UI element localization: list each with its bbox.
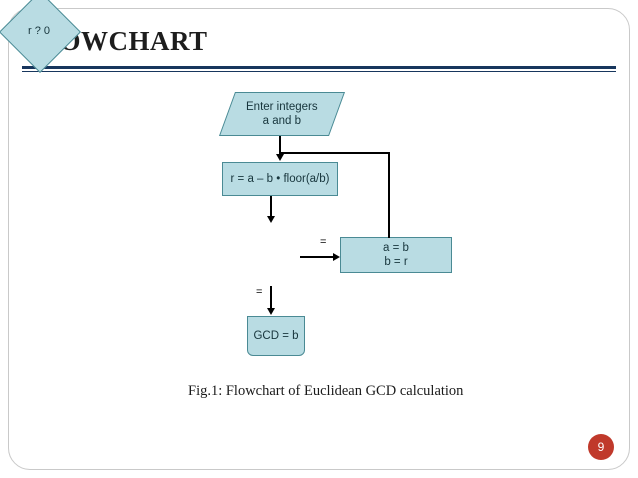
edge-assign-loop-up: [388, 152, 390, 238]
edge-decision-output-arrowhead: [267, 308, 275, 315]
flow-node-decision: r ? 0: [0, 0, 82, 74]
edge-decision-assign-arrowhead: [333, 253, 340, 261]
edge-decision-assign: [300, 256, 334, 258]
figure-caption: Fig.1: Flowchart of Euclidean GCD calcul…: [188, 383, 464, 399]
edge-process-decision: [270, 196, 272, 217]
title-rule-thin: [22, 71, 616, 72]
flow-node-process-label: r = a – b • floor(a/b): [230, 173, 330, 185]
edge-label-decision-assign: =: [320, 236, 327, 248]
flow-node-input-label: Enter integers a and b: [246, 101, 318, 127]
flow-node-output-label: GCD = b: [253, 330, 299, 342]
page-number-badge: 9: [588, 434, 614, 460]
edge-input-process-arrowhead: [276, 154, 284, 161]
flow-node-input: Enter integers a and b: [218, 92, 346, 136]
flow-node-assign: a = b b = r: [340, 237, 452, 273]
flow-node-assign-label: a = b b = r: [383, 242, 409, 268]
edge-decision-output: [270, 286, 272, 310]
slide-frame: [8, 8, 630, 470]
flow-node-decision-label: r ? 0: [27, 25, 50, 37]
flow-node-process: r = a – b • floor(a/b): [222, 162, 338, 196]
edge-assign-loop-left: [279, 152, 389, 154]
edge-label-decision-output: =: [256, 286, 263, 298]
title-rule-thick: [22, 66, 616, 69]
edge-process-decision-arrowhead: [267, 216, 275, 223]
flow-node-output: GCD = b: [247, 316, 305, 356]
edge-input-process: [279, 136, 281, 155]
